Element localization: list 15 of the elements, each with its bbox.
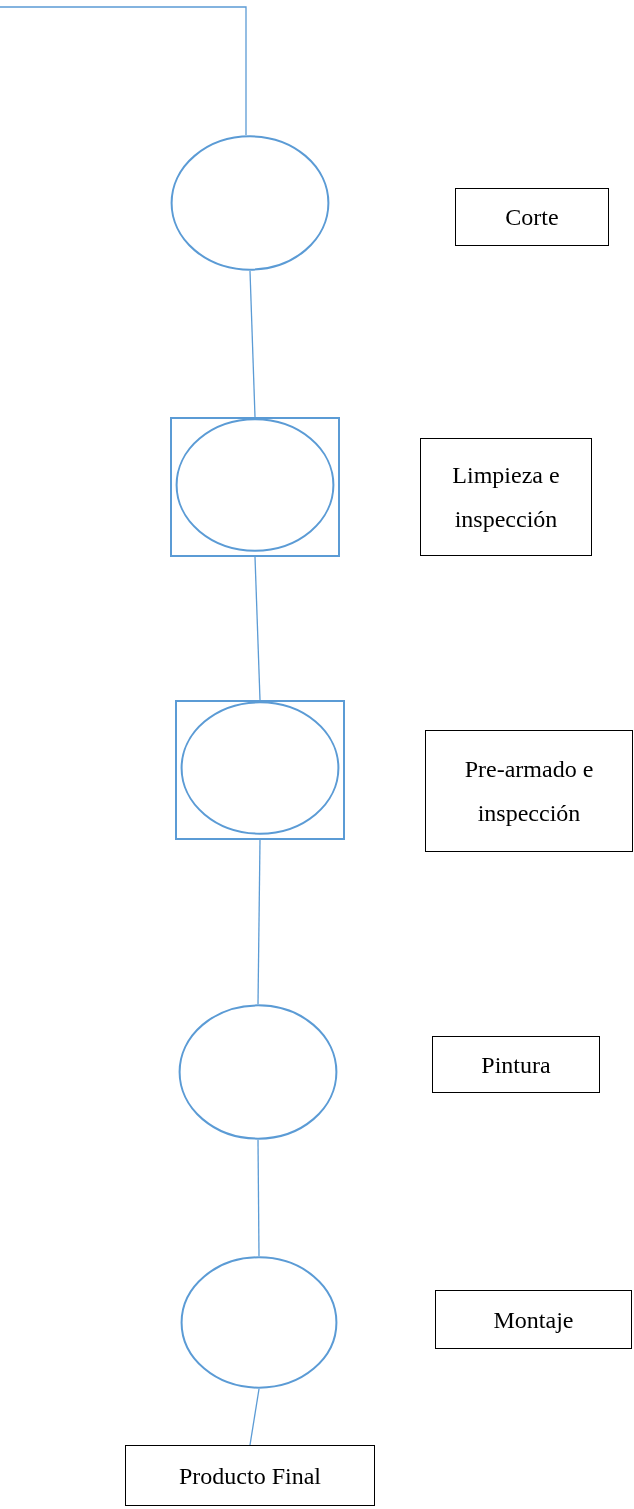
connector-line [254,556,261,701]
connector-line [0,6,247,136]
operation-circle [180,1256,338,1389]
connector-line [257,839,261,1005]
operation-circle [170,135,330,271]
connector-line [249,1388,260,1446]
process-label: Montaje [435,1290,632,1349]
connector-line [249,270,256,418]
process-label: Pre-armado e inspección [425,730,633,852]
final-product-label: Producto Final [125,1445,375,1506]
process-label: Corte [455,188,609,246]
process-label: Pintura [432,1036,600,1093]
process-label: Limpieza e inspección [420,438,592,556]
operation-circle [178,1004,338,1140]
connector-line [257,1139,260,1257]
